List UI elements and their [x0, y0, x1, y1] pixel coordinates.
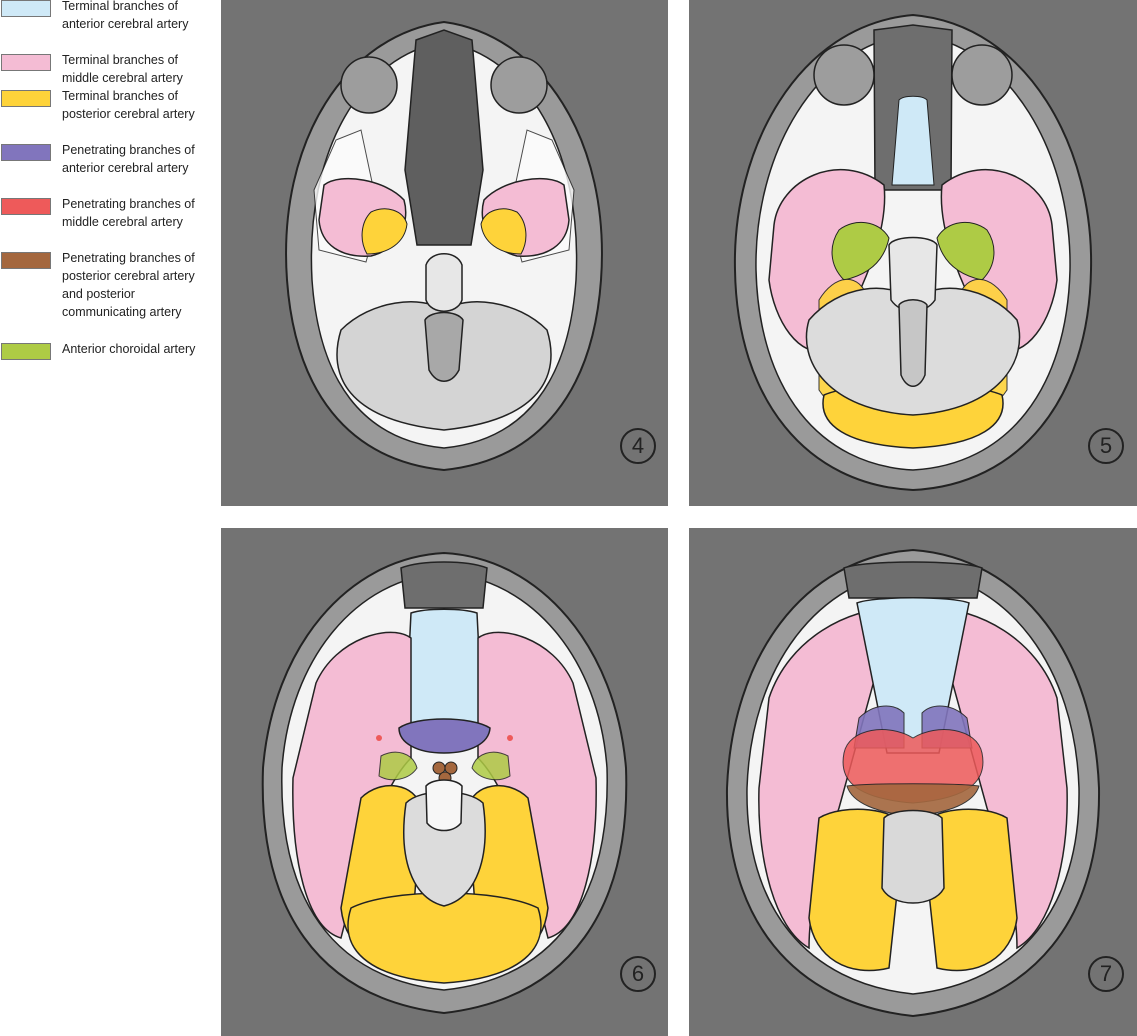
panel-number-6: 6 — [620, 956, 656, 992]
legend-label-pca-penetrating: Penetrating branches of posterior cerebr… — [62, 251, 195, 319]
brain-section-7-illustration — [689, 528, 1137, 1036]
legend-swatch-pca-terminal — [1, 90, 51, 107]
legend-swatch-aca-penetrating — [1, 144, 51, 161]
legend-label-pca-terminal: Terminal branches of posterior cerebral … — [62, 89, 195, 121]
legend-swatch-pca-penetrating — [1, 252, 51, 269]
legend-label-mca-terminal: Terminal branches of middle cerebral art… — [62, 53, 183, 85]
legend-swatch-mca-terminal — [1, 54, 51, 71]
panel-section-5: 5 — [689, 0, 1137, 506]
legend-label-anterior-choroidal: Anterior choroidal artery — [62, 342, 196, 356]
panel-section-7: 7 — [689, 528, 1137, 1036]
legend-label-aca-penetrating: Penetrating branches of anterior cerebra… — [62, 143, 195, 175]
legend-swatch-aca-terminal — [1, 0, 51, 17]
brain-section-5-illustration — [689, 0, 1137, 506]
panel-number-7: 7 — [1088, 956, 1124, 992]
panel-section-6: 6 — [221, 528, 668, 1036]
brain-section-4-illustration — [221, 0, 668, 506]
panel-number-4: 4 — [620, 428, 656, 464]
panel-section-4: 4 — [221, 0, 668, 506]
panel-number-5: 5 — [1088, 428, 1124, 464]
brain-section-6-illustration — [221, 528, 668, 1036]
legend-swatch-anterior-choroidal — [1, 343, 51, 360]
legend-label-mca-penetrating: Penetrating branches of middle cerebral … — [62, 197, 195, 229]
legend-label-aca-terminal: Terminal branches of anterior cerebral a… — [62, 0, 189, 31]
legend-swatch-mca-penetrating — [1, 198, 51, 215]
